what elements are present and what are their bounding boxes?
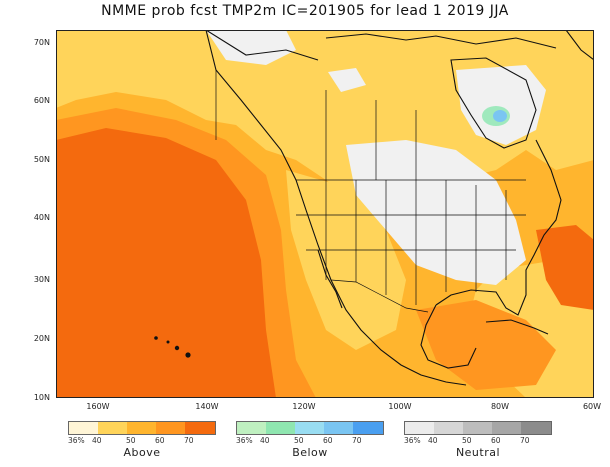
legend-above-name: Above [123, 446, 161, 459]
legend-neutral-tick: 36% [404, 436, 421, 445]
legend-above-tick: 70 [184, 436, 194, 445]
lat-label-70n: 70N [33, 38, 50, 47]
hawaii-islands [154, 336, 191, 358]
legend-neutral-ticks: 36% 40 50 60 70 [404, 435, 552, 445]
lon-label-80w: 80W [490, 402, 510, 411]
lon-label-160w: 160W [86, 402, 110, 411]
coastline-north-america-west [205, 30, 467, 386]
legend-above-swatch-4 [156, 422, 185, 434]
legend-neutral-tick: 50 [462, 436, 472, 445]
legend-below-swatch-4 [324, 422, 353, 434]
legend-neutral-tick: 40 [428, 436, 438, 445]
coastline-greenland [565, 30, 594, 61]
legend-neutral-swatch-3 [463, 422, 492, 434]
legend-neutral-swatch-2 [434, 422, 463, 434]
legend-below-tick: 60 [323, 436, 333, 445]
border-us-states [296, 180, 526, 305]
legend-above-tick: 40 [92, 436, 102, 445]
legend-below-tick: 50 [294, 436, 304, 445]
forecast-map-svg [56, 30, 594, 398]
legend-below: 36% 40 50 60 70 Below [236, 421, 384, 459]
legend-below-tick: 40 [260, 436, 270, 445]
legend-above-tick: 50 [126, 436, 136, 445]
lat-label-20n: 20N [33, 334, 50, 343]
legend-below-colorbar [236, 421, 384, 435]
legend-above: 36% 40 50 60 70 Above [68, 421, 216, 459]
legend-below-swatch-5 [353, 422, 383, 434]
border-us-mexico [330, 279, 429, 313]
legend-neutral-swatch-1 [405, 422, 434, 434]
lon-label-60w: 60W [582, 402, 602, 411]
field-near-normal-north [206, 30, 296, 65]
legend-neutral-tick: 60 [491, 436, 501, 445]
political-borders [215, 70, 526, 313]
legend-below-swatch-3 [295, 422, 324, 434]
legend-below-swatch-1 [237, 422, 266, 434]
map-title: NMME prob fcst TMP2m IC=201905 for lead … [101, 3, 509, 19]
legend-above-tick: 60 [155, 436, 165, 445]
forecast-map [56, 30, 594, 398]
legend-neutral-swatch-4 [492, 422, 521, 434]
lat-label-60n: 60N [33, 96, 50, 105]
legend-neutral: 36% 40 50 60 70 Neutral [404, 421, 552, 459]
map-border [56, 30, 594, 398]
legend-above-swatch-5 [185, 422, 215, 434]
legend-neutral-swatch-5 [521, 422, 551, 434]
legend-neutral-colorbar [404, 421, 552, 435]
legend-below-swatch-2 [266, 422, 295, 434]
legend-neutral-name: Neutral [455, 446, 501, 459]
coastline-cuba [485, 319, 549, 335]
field-above-70-atlantic [536, 225, 594, 310]
border-canada-provinces [325, 90, 417, 180]
field-near-normal-central-us [346, 140, 526, 285]
field-above-70-pacific [56, 128, 276, 398]
lat-label-10n: 10N [33, 393, 50, 402]
legend-neutral-tick: 70 [520, 436, 530, 445]
legend-below-name: Below [292, 446, 328, 459]
lat-label-30n: 30N [33, 275, 50, 284]
field-near-normal-small [328, 68, 366, 92]
legend-above-colorbar [68, 421, 216, 435]
legend-above-swatch-1 [69, 422, 98, 434]
lon-label-140w: 140W [195, 402, 219, 411]
legend-below-tick: 36% [236, 436, 253, 445]
legend-below-ticks: 36% 40 50 60 70 [236, 435, 384, 445]
lat-label-40n: 40N [33, 213, 50, 222]
coastline-alaska-north [205, 30, 319, 61]
coastlines [205, 30, 594, 386]
coastline-baja [317, 249, 343, 309]
lon-label-100w: 100W [388, 402, 412, 411]
coastline-arctic-islands [325, 33, 557, 49]
legend-below-tick: 70 [352, 436, 362, 445]
lat-label-50n: 50N [33, 155, 50, 164]
coastline-east [435, 139, 562, 316]
coastline-gulf [420, 304, 477, 369]
legend-above-tick: 36% [68, 436, 85, 445]
legend-above-swatch-3 [127, 422, 156, 434]
lon-label-120w: 120W [292, 402, 316, 411]
field-below-normal-core [493, 110, 507, 122]
legend-above-swatch-2 [98, 422, 127, 434]
field-near-normal-hudson [456, 65, 546, 145]
coastline-hudson-bay [450, 57, 537, 149]
legend-above-ticks: 36% 40 50 60 70 [68, 435, 216, 445]
